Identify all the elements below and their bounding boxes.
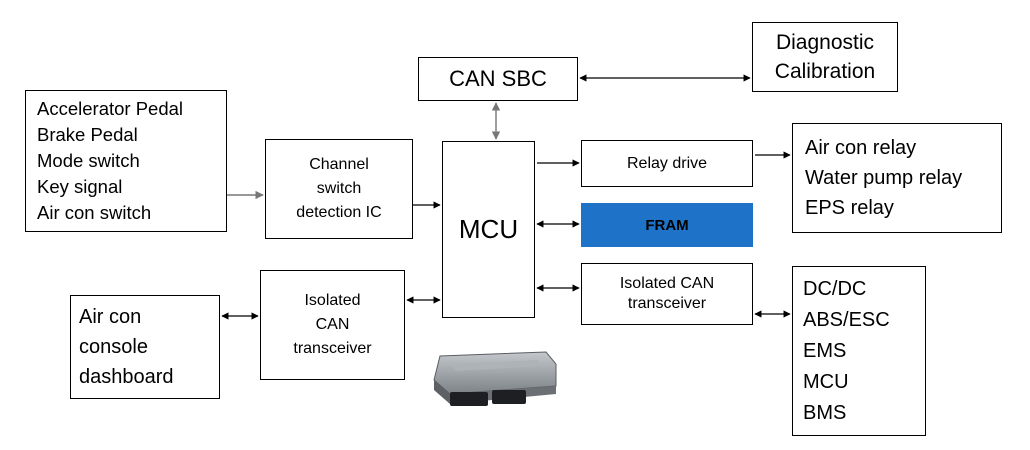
inputs-box: Accelerator Pedal Brake Pedal Mode switc… — [25, 90, 227, 232]
iso-left-line: CAN — [315, 316, 350, 333]
relay-drive-box: Relay drive — [581, 140, 753, 187]
air-con-line: dashboard — [79, 366, 174, 388]
iso-left-line: Isolated — [304, 292, 361, 309]
channel-switch-detection-ic-box: Channel switch detection IC — [265, 139, 413, 239]
relay-item: Air con relay — [805, 137, 917, 159]
iso-right-line: Isolated CAN — [619, 275, 715, 292]
can-device-item: BMS — [803, 401, 847, 424]
isolated-can-transceiver-right-box: Isolated CAN transceiver — [581, 263, 753, 325]
fram-box: FRAM — [581, 203, 753, 247]
can-device-item: DC/DC — [803, 277, 867, 300]
input-item: Key signal — [37, 176, 123, 197]
fram-label: FRAM — [645, 216, 689, 234]
air-con-line: Air con — [79, 306, 142, 328]
relays-box: Air con relay Water pump relay EPS relay — [792, 123, 1002, 233]
ecu-module-icon — [433, 351, 557, 406]
relay-drive-label: Relay drive — [626, 154, 708, 172]
input-item: Air con switch — [37, 202, 152, 223]
relay-item: Water pump relay — [805, 167, 963, 189]
can-sbc-label: CAN SBC — [449, 66, 547, 91]
relay-item: EPS relay — [805, 197, 894, 219]
iso-left-line: transceiver — [293, 340, 372, 357]
calibration-label: Calibration — [774, 60, 876, 83]
mcu-label: MCU — [458, 214, 519, 244]
channel-ic-line: detection IC — [296, 204, 382, 221]
input-item: Mode switch — [37, 150, 140, 171]
diagnostic-calibration-box: Diagnostic Calibration — [752, 22, 898, 92]
can-device-item: EMS — [803, 339, 847, 362]
can-device-item: ABS/ESC — [803, 308, 890, 331]
can-sbc-box: CAN SBC — [418, 57, 578, 101]
mcu-box: MCU — [442, 141, 535, 318]
input-item: Brake Pedal — [37, 124, 138, 145]
air-con-console-box: Air con console dashboard — [70, 295, 220, 399]
air-con-line: console — [79, 336, 148, 358]
channel-ic-line: Channel — [309, 156, 369, 173]
input-item: Accelerator Pedal — [37, 98, 184, 119]
can-devices-box: DC/DC ABS/ESC EMS MCU BMS — [792, 266, 926, 436]
can-device-item: MCU — [803, 370, 849, 393]
channel-ic-line: switch — [316, 180, 362, 197]
iso-right-line: transceiver — [627, 295, 707, 312]
diagnostic-label: Diagnostic — [775, 31, 875, 54]
isolated-can-transceiver-left-box: Isolated CAN transceiver — [260, 270, 405, 380]
